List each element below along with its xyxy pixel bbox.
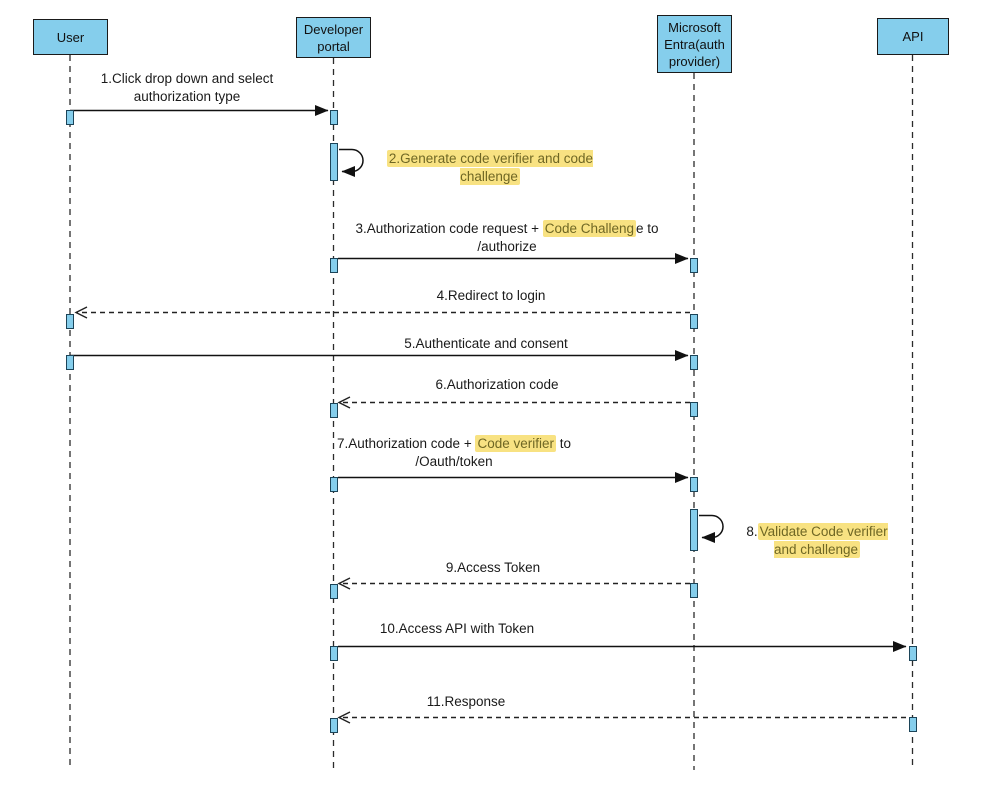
actor-microsoft-entra-box: Microsoft Entra(auth provider) [657,15,732,73]
activation-api-msg11 [908,717,917,732]
activation-user-msg5 [66,355,74,370]
message-1-label: 1.Click drop down and select authorizati… [100,71,274,104]
message-10-label: 10.Access API with Token [379,621,535,636]
message-2-self-loop [339,148,364,177]
actor-user-label: User [56,29,85,45]
activation-api-msg10 [908,646,917,661]
message-7-label: 7.Authorization code + Code verifier to … [336,435,571,469]
activation-user-msg4 [66,314,74,329]
message-11-label: 11.Response [426,694,506,709]
message-3-highlight: Code Challeng [542,220,637,237]
message-8-label: 8.Validate Code verifier and challenge [746,523,888,558]
actor-api-label: API [902,29,924,44]
actor-user-box: User [33,19,108,55]
message-8-self-loop [699,514,724,543]
activation-entra-msg9 [690,583,698,598]
activation-devportal-msg6 [329,403,338,418]
activation-devportal-msg7 [329,477,338,492]
message-7-highlight: Code verifier [475,435,556,452]
activation-devportal-msg2-self [329,143,338,181]
activation-devportal-msg11 [329,718,338,733]
actor-developer-portal-label: Developer portal [303,21,364,54]
activation-user-msg1 [66,110,74,125]
activation-devportal-msg9 [329,584,338,599]
actor-api-box: API [877,18,949,55]
message-2-label: 2.Generate code verifier and code challe… [376,150,604,186]
activation-entra-msg5 [690,355,698,370]
message-2-highlight: 2.Generate code verifier and code challe… [386,150,594,185]
activation-devportal-msg10 [329,646,338,661]
message-3-label: 3.Authorization code request + Code Chal… [355,220,659,254]
activation-entra-msg8-self [690,509,698,551]
actor-developer-portal-box: Developer portal [296,17,371,58]
activation-devportal-msg3 [329,258,338,273]
activation-entra-msg6 [690,402,698,417]
message-8-highlight: Validate Code verifier and challenge [757,523,888,558]
activation-entra-msg7 [690,477,698,492]
activation-devportal-msg1 [329,110,338,125]
activation-entra-msg3 [690,258,698,273]
activation-entra-msg4 [690,314,698,329]
message-5-label: 5.Authenticate and consent [404,336,568,351]
message-4-label: 4.Redirect to login [436,288,546,303]
actor-microsoft-entra-label: Microsoft Entra(auth provider) [664,19,725,69]
message-6-label: 6.Authorization code [435,377,559,392]
message-9-label: 9.Access Token [445,560,541,575]
